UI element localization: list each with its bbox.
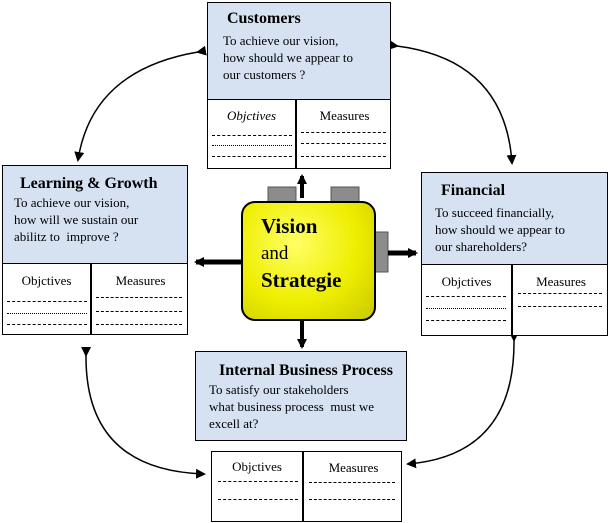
curved-arrow-financial-internal: [406, 331, 519, 469]
vision-strategy-block: Vision and Strategie: [241, 201, 376, 321]
table-dash-line: [7, 313, 87, 314]
curved-arrow-customers-financial: [388, 40, 517, 165]
table-dash-line: [301, 156, 386, 157]
curved-arrow-learning-internal: [81, 346, 206, 479]
financial-box: Financial To succeed financially, how sh…: [421, 172, 608, 265]
customers-question: To achieve our vision, how should we app…: [223, 33, 353, 82]
customers-measures-column: Measures: [295, 100, 392, 168]
customers-objectives-column: Objctives: [208, 100, 295, 168]
table-dash-line: [7, 301, 87, 302]
learning-measures-header: Measures: [115, 273, 166, 288]
table-dash-line: [212, 145, 292, 146]
internal-objectives-header: Objctives: [232, 459, 282, 474]
internal-question: To satisfy our stakeholders what busines…: [209, 382, 375, 431]
learning-question: To achieve our vision, how will we susta…: [14, 195, 139, 244]
learning-measures-column: Measures: [90, 264, 189, 334]
curved-arrow-customers-learning: [74, 45, 207, 162]
table-dash-line: [218, 481, 298, 482]
learning-table: Objctives Measures: [2, 263, 188, 335]
table-dash-line: [426, 320, 506, 321]
center-tab-right: [373, 231, 389, 273]
table-dash-line: [7, 324, 87, 325]
table-dash-line: [96, 324, 182, 325]
financial-table: Objctives Measures: [421, 264, 608, 336]
customers-objectives-header: Objctives: [226, 108, 277, 123]
internal-objectives-column: Objctives: [212, 452, 302, 521]
table-dash-line: [518, 306, 602, 307]
table-dash-line: [301, 132, 386, 133]
center-line-strategie: Strategie: [261, 268, 342, 292]
customers-title: Customers: [227, 10, 301, 27]
table-dash-line: [212, 156, 292, 157]
financial-objectives-column: Objctives: [422, 265, 511, 335]
table-dash-line: [309, 499, 395, 500]
learning-objectives-header: Objctives: [21, 273, 72, 288]
center-line-and: and: [261, 243, 289, 264]
table-dash-line: [301, 143, 386, 144]
customers-box: Customers To achieve our vision, how sho…: [207, 2, 391, 100]
financial-measures-column: Measures: [511, 265, 609, 335]
table-dash-line: [426, 308, 506, 309]
internal-measures-header: Measures: [328, 460, 379, 475]
learning-box: Learning & Growth To achieve our vision,…: [2, 165, 188, 264]
financial-measures-header: Measures: [536, 274, 586, 289]
financial-title: Financial: [441, 182, 506, 199]
table-dash-line: [309, 482, 395, 483]
table-dash-line: [218, 499, 298, 500]
internal-measures-column: Measures: [302, 452, 403, 521]
table-dash-line: [426, 296, 506, 297]
table-dash-line: [518, 293, 602, 294]
table-dash-line: [212, 135, 292, 136]
table-dash-line: [96, 297, 182, 298]
financial-objectives-header: Objctives: [441, 274, 492, 289]
learning-title: Learning & Growth: [20, 175, 158, 192]
customers-table: Objctives Measures: [207, 99, 391, 169]
internal-title: Internal Business Process: [219, 362, 393, 379]
table-dash-line: [96, 311, 182, 312]
learning-objectives-column: Objctives: [3, 264, 90, 334]
internal-box: Internal Business Process To satisfy our…: [195, 351, 407, 441]
financial-question: To succeed financially, how should we ap…: [435, 205, 565, 254]
center-line-vision: Vision: [261, 214, 318, 238]
customers-measures-header: Measures: [319, 108, 370, 123]
internal-table: Objctives Measures: [211, 451, 402, 522]
